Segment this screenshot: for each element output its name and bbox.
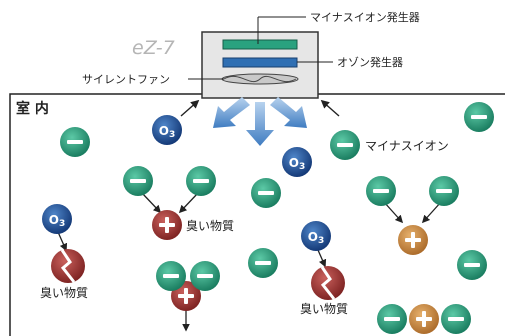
airflow-arrows [213, 97, 307, 146]
odor-particle [152, 210, 182, 240]
airflow-arrow-left [213, 97, 250, 128]
minus-ion [190, 261, 220, 291]
odor-particle-broken [311, 266, 345, 300]
minus-ion [429, 176, 459, 206]
air-purifier-device [201, 31, 319, 99]
label-ozone-generator: オゾン発生器 [337, 55, 403, 69]
minus-ion [123, 166, 153, 196]
ozone-molecule: O3 [301, 221, 331, 251]
ozone-generator-plate [222, 57, 298, 68]
minus-ion [441, 304, 471, 334]
minus-ion [377, 304, 407, 334]
device-name: eZ-7 [132, 37, 175, 59]
airflow-arrow-right [270, 97, 307, 128]
odor-particle-broken [51, 249, 85, 283]
intake-arrow-left [180, 99, 200, 117]
label-silent-fan: サイレントファン [82, 73, 170, 86]
ozone-molecule: O3 [152, 115, 182, 145]
intake-arrow-right [320, 99, 340, 117]
odor-label: 臭い物質 [186, 218, 234, 233]
room-label: 室 内 [16, 100, 49, 117]
minus-ion [330, 130, 360, 160]
minus-ion [156, 261, 186, 291]
airflow-arrow-center [246, 102, 274, 146]
odor-label: 臭い物質 [40, 285, 88, 300]
minus-ion-label: マイナスイオン [365, 139, 449, 153]
minus-ion-generator-plate [222, 39, 298, 50]
odor-label: 臭い物質 [300, 301, 348, 316]
ozone-molecule: O3 [42, 204, 72, 234]
minus-ion [186, 166, 216, 196]
minus-ion [251, 178, 281, 208]
plus-ion [409, 304, 439, 334]
label-minus-ion-generator: マイナスイオン発生器 [310, 10, 420, 24]
svg-text:O3: O3 [159, 124, 175, 140]
minus-ion [248, 248, 278, 278]
room-boundary [9, 93, 505, 336]
ozone-molecule: O3 [282, 147, 312, 177]
silent-fan-icon [221, 73, 299, 85]
plus-ion [398, 225, 428, 255]
svg-text:O3: O3 [308, 230, 324, 246]
minus-ion [366, 176, 396, 206]
minus-ion [457, 250, 487, 280]
svg-text:O3: O3 [289, 156, 305, 172]
svg-text:O3: O3 [49, 213, 65, 229]
minus-ion [464, 102, 494, 132]
minus-ion [60, 127, 90, 157]
